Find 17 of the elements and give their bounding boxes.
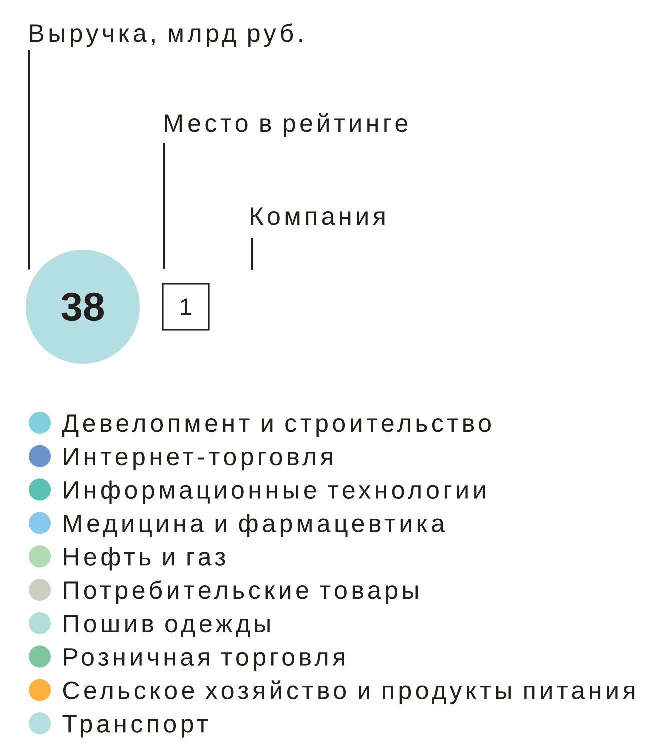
legend-label: Потребительские товары [64,580,418,604]
legend-label: Интернет-торговля [64,448,332,471]
legend-label: Нефть и газ [64,548,226,571]
key-label: Компания [251,208,385,226]
legend-label: Транспорт [62,715,208,738]
legend-label: Розничная торговля [64,648,344,671]
legend-label: Девелопмент и строительство [62,414,491,438]
key-label: Выручка, млрд руб. [30,24,302,48]
legend-label: Информационные технологии [64,480,486,504]
legend-label: Пошив одежды [64,615,270,638]
legend-label: Медицина и фармацевтика [64,514,446,538]
leader-line [28,50,30,270]
rank-box: 1 [162,283,210,331]
leader-line [251,238,253,270]
key-label: Место в рейтинге [165,113,408,138]
leader-line [163,143,165,270]
legend-label: Сельское хозяйство и продукты питания [63,680,635,704]
